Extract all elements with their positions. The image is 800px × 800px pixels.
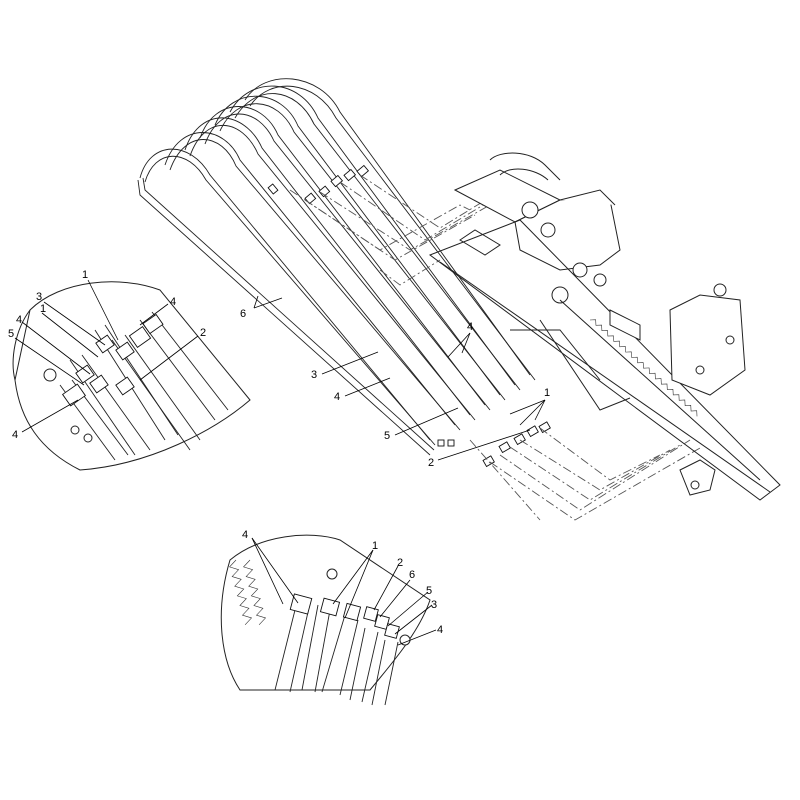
callout-bottom-4b: 4 <box>437 624 443 636</box>
routing-lines <box>289 174 701 521</box>
callout-left-4b: 4 <box>170 296 176 308</box>
callout-bottom-5: 5 <box>426 585 432 597</box>
callout-left-4a: 4 <box>16 314 22 326</box>
upper-hose-fittings <box>267 164 370 205</box>
callout-main-4b: 4 <box>334 391 340 403</box>
callout-bottom-6: 6 <box>409 569 415 581</box>
callout-main-3: 3 <box>311 369 317 381</box>
callout-bottom-1: 1 <box>372 540 378 552</box>
callout-main-2: 2 <box>428 457 434 469</box>
callout-main-5: 5 <box>384 430 390 442</box>
left-detail-view <box>12 281 251 471</box>
leader-lines <box>14 279 546 646</box>
callout-left-1b: 1 <box>40 303 46 315</box>
callout-bottom-2: 2 <box>397 557 403 569</box>
lower-hose-fittings <box>437 421 551 468</box>
callout-left-2: 2 <box>200 327 206 339</box>
callout-bottom-3: 3 <box>431 599 437 611</box>
callout-left-3: 3 <box>36 291 42 303</box>
callout-left-5: 5 <box>8 328 14 340</box>
callout-main-1: 1 <box>544 387 550 399</box>
callout-main-4a: 4 <box>467 321 473 333</box>
main-hose-bundle <box>137 78 536 456</box>
callout-labels: 6 3 4 5 4 1 2 1 3 1 4 5 4 2 4 4 1 2 6 5 … <box>8 269 550 636</box>
callout-left-1a: 1 <box>82 269 88 281</box>
callout-main-6: 6 <box>240 308 246 320</box>
callout-bottom-4a: 4 <box>242 529 248 541</box>
callout-left-4c: 4 <box>12 429 18 441</box>
bottom-detail-view <box>220 534 431 706</box>
machine-frame <box>428 152 781 501</box>
